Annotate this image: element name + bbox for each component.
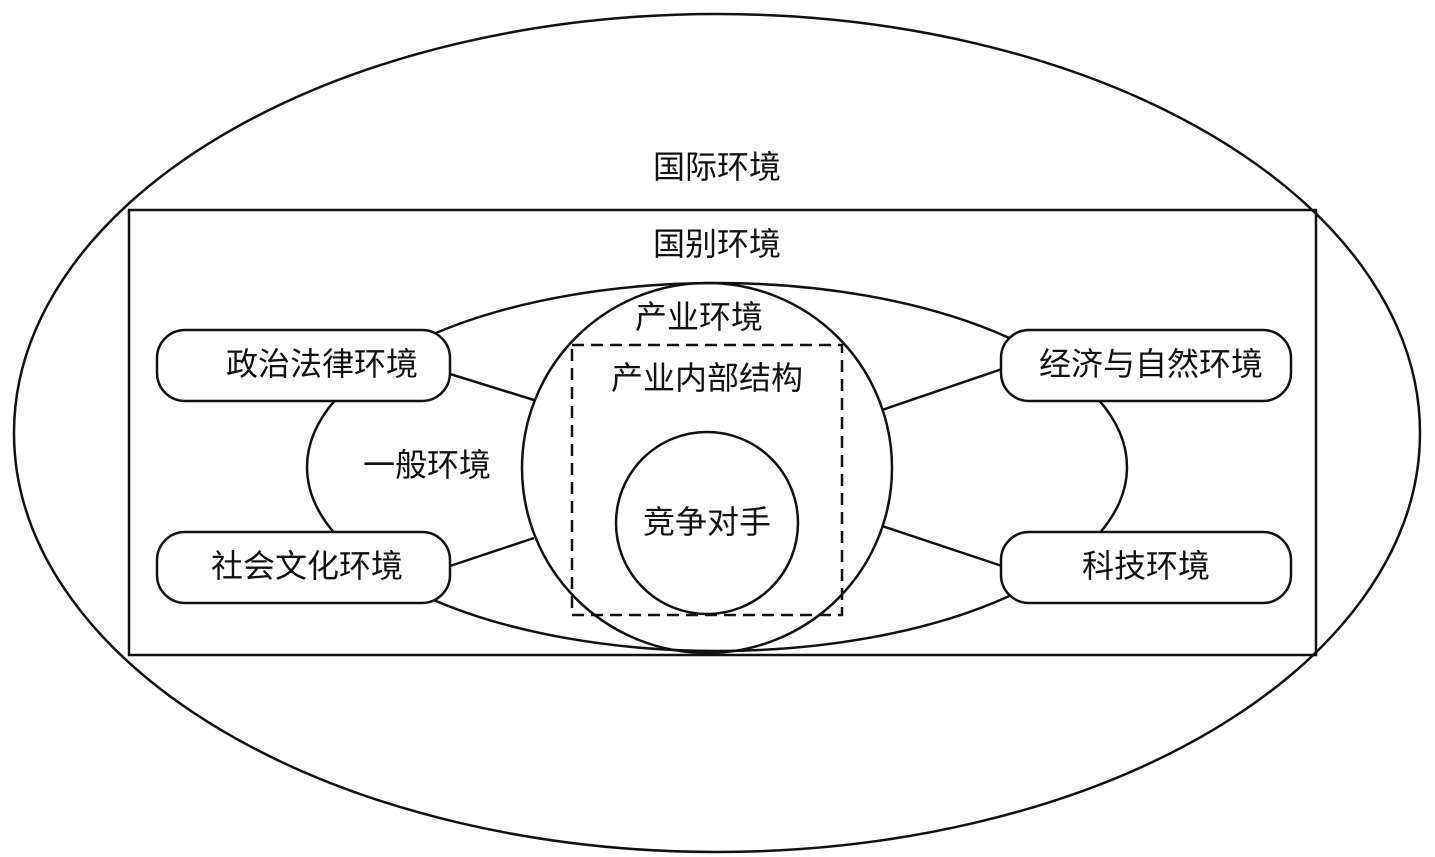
international-environment-label: 国际环境	[653, 148, 781, 186]
political-legal-box	[155, 328, 452, 403]
general-environment-label: 一般环境	[363, 446, 491, 484]
international-environment-ellipse	[12, 12, 1422, 854]
national-environment-box	[127, 208, 1318, 657]
national-environment-label: 国别环境	[653, 225, 781, 263]
economic-natural-box	[999, 328, 1293, 403]
connector-political-legal	[449, 372, 535, 402]
connector-social-cultural	[449, 536, 535, 568]
social-cultural-box	[155, 530, 452, 605]
industry-environment-label: 产业环境	[635, 298, 763, 336]
technology-box	[999, 530, 1293, 605]
connector-technology	[881, 524, 1003, 568]
industry-structure-label: 产业内部结构	[611, 359, 803, 397]
industry-environment-circle	[520, 281, 894, 655]
economic-natural-label: 经济与自然环境	[1039, 345, 1263, 383]
political-legal-label: 政治法律环境	[226, 345, 418, 383]
competitors-circle	[614, 430, 800, 616]
competitors-label: 竞争对手	[643, 503, 771, 541]
connector-economic-natural	[881, 367, 1003, 412]
social-cultural-label: 社会文化环境	[211, 547, 403, 585]
technology-label: 科技环境	[1082, 547, 1210, 585]
